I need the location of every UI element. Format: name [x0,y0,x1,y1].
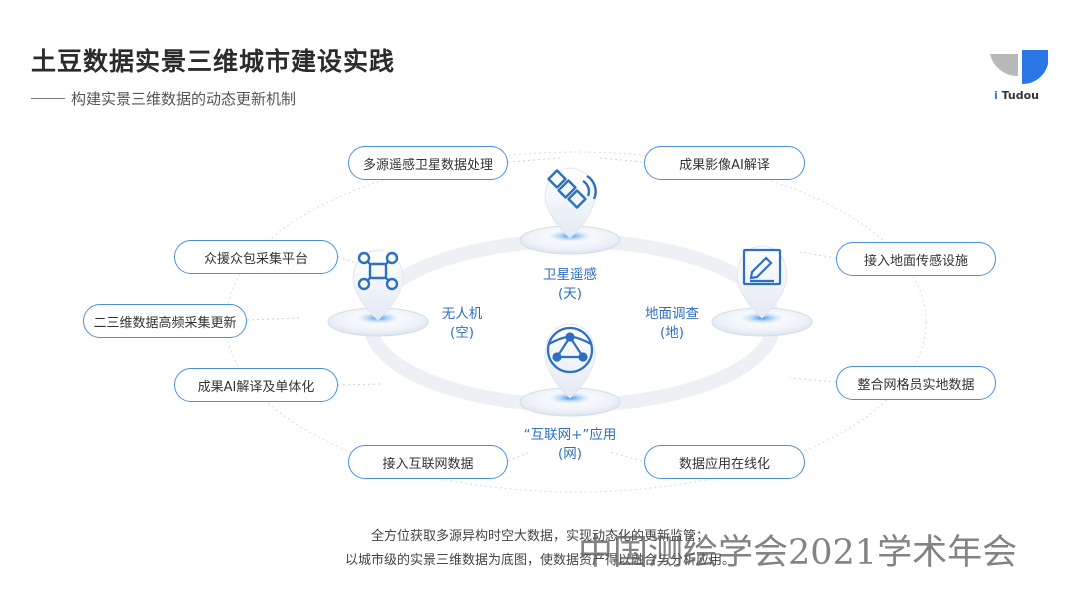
caption-line-1: 全方位获取多源异构时空大数据，实现动态化的更新监管； [370,529,709,544]
caption: 全方位获取多源异构时空大数据，实现动态化的更新监管； 以城市级的实景三维数据为底… [0,525,1080,573]
ground-label-sub: (地) [659,325,685,341]
satellite-label-text: 卫星遥感 [543,267,597,283]
watermark: 中国测绘学会2021学术年会 [578,533,1018,573]
internet-label-text: “互联网+”应用 [523,427,617,443]
ground-node [711,245,813,337]
caption-line-2: 以城市级的实景三维数据为底图，使数据资产得以融合与分析应用。 [344,553,735,568]
subtitle-text: 构建实景三维数据的动态更新机制 [71,90,297,108]
internet-node [519,323,621,417]
pill-high-frequency-update: 二三维数据高频采集更新 [83,304,247,338]
drone-icon [357,251,399,291]
survey-form-icon [742,248,782,286]
logo-i: i [994,89,998,102]
satellite-label: 卫星遥感 (天) [530,266,610,304]
pill-image-ai-interpretation: 成果影像AI解译 [644,146,805,180]
internet-label: “互联网+”应用 (网) [510,426,630,464]
satellite-icon [547,169,597,209]
page-title: 土豆数据实景三维城市建设实践 [31,47,396,76]
logo-name: Tudou [1001,89,1040,102]
network-globe-icon [546,326,594,374]
drone-label-text: 无人机 [441,306,483,322]
pill-multi-source-satellite: 多源遥感卫星数据处理 [348,146,508,180]
pill-online-application: 数据应用在线化 [644,445,805,479]
pill-ground-sensors: 接入地面传感设施 [836,242,996,276]
tudou-logo-icon [990,50,1048,85]
page-subtitle: 构建实景三维数据的动态更新机制 [31,88,296,109]
ground-label-text: 地面调查 [645,306,699,322]
satellite-node [519,167,621,255]
logo-text: i Tudou [994,89,1039,102]
drone-node [327,249,429,337]
satellite-label-sub: (天) [557,286,583,302]
pill-crowdsourcing-platform: 众援众包采集平台 [174,240,338,274]
drone-label-sub: (空) [449,325,475,341]
pill-ai-monomer: 成果AI解译及单体化 [174,368,338,402]
pill-grid-member-data: 整合网格员实地数据 [836,366,996,400]
pill-internet-data: 接入互联网数据 [348,445,508,479]
drone-label: 无人机 (空) [422,305,502,343]
ground-label: 地面调查 (地) [632,305,712,343]
connectors [246,157,837,462]
internet-label-sub: (网) [557,446,583,462]
subtitle-dash [31,98,65,99]
